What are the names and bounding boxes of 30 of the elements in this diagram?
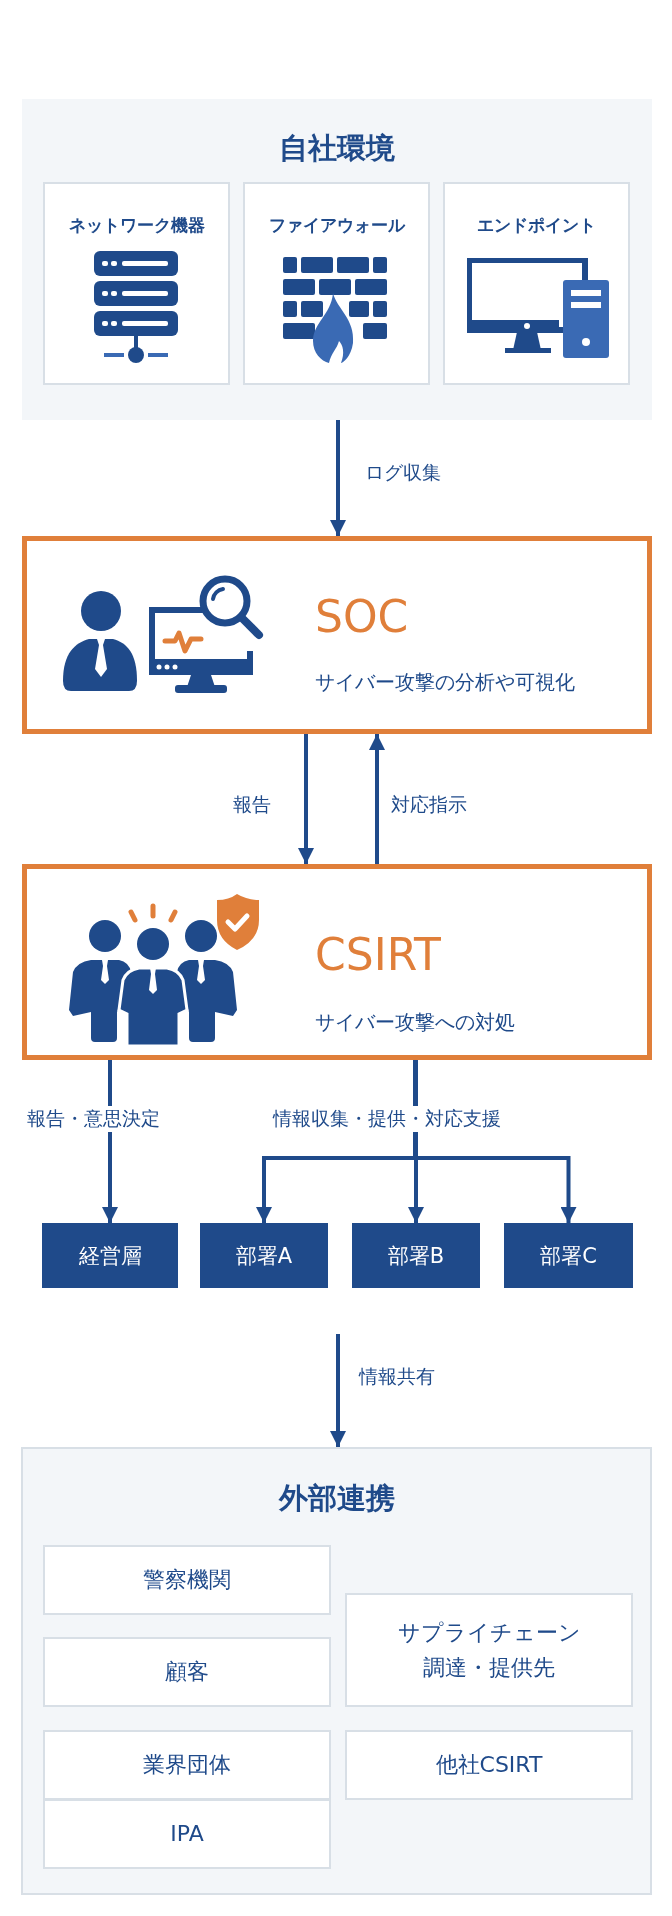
- team-box: [22, 864, 652, 1060]
- department-box: 経営層: [42, 1223, 178, 1288]
- department-box: 部署B: [352, 1223, 480, 1288]
- partners-panel: [21, 1447, 652, 1895]
- device-card: [443, 182, 630, 385]
- department-box: 部署C: [504, 1223, 633, 1288]
- panel-title: 外部連携: [277, 1480, 396, 1517]
- device-label: ファイアウォール: [267, 214, 406, 237]
- arrow: [330, 420, 346, 536]
- device-card: [43, 182, 230, 385]
- arrow: [369, 734, 385, 864]
- department-box: 部署A: [200, 1223, 328, 1288]
- team-name: SOC: [315, 591, 409, 642]
- environment-panel: [22, 99, 652, 420]
- team-description: サイバー攻撃の分析や可視化: [315, 669, 575, 696]
- device-label: ネットワーク機器: [67, 214, 206, 237]
- team-description: サイバー攻撃への対処: [315, 1009, 515, 1036]
- arrow: [330, 1334, 346, 1447]
- partner-box: 他社CSIRT: [345, 1730, 633, 1800]
- device-label: エンドポイント: [476, 214, 597, 237]
- partner-box: 業界団体: [43, 1730, 331, 1800]
- partner-box: IPA: [43, 1799, 331, 1869]
- panel-title: 自社環境: [278, 130, 396, 167]
- partner-box: 警察機関: [43, 1545, 331, 1615]
- team-box: [22, 536, 652, 734]
- arrow: [298, 734, 314, 864]
- team-name: CSIRT: [315, 929, 441, 980]
- partner-box: 顧客: [43, 1637, 331, 1707]
- device-card: [243, 182, 430, 385]
- partner-box: サプライチェーン調達・提供先: [345, 1593, 633, 1707]
